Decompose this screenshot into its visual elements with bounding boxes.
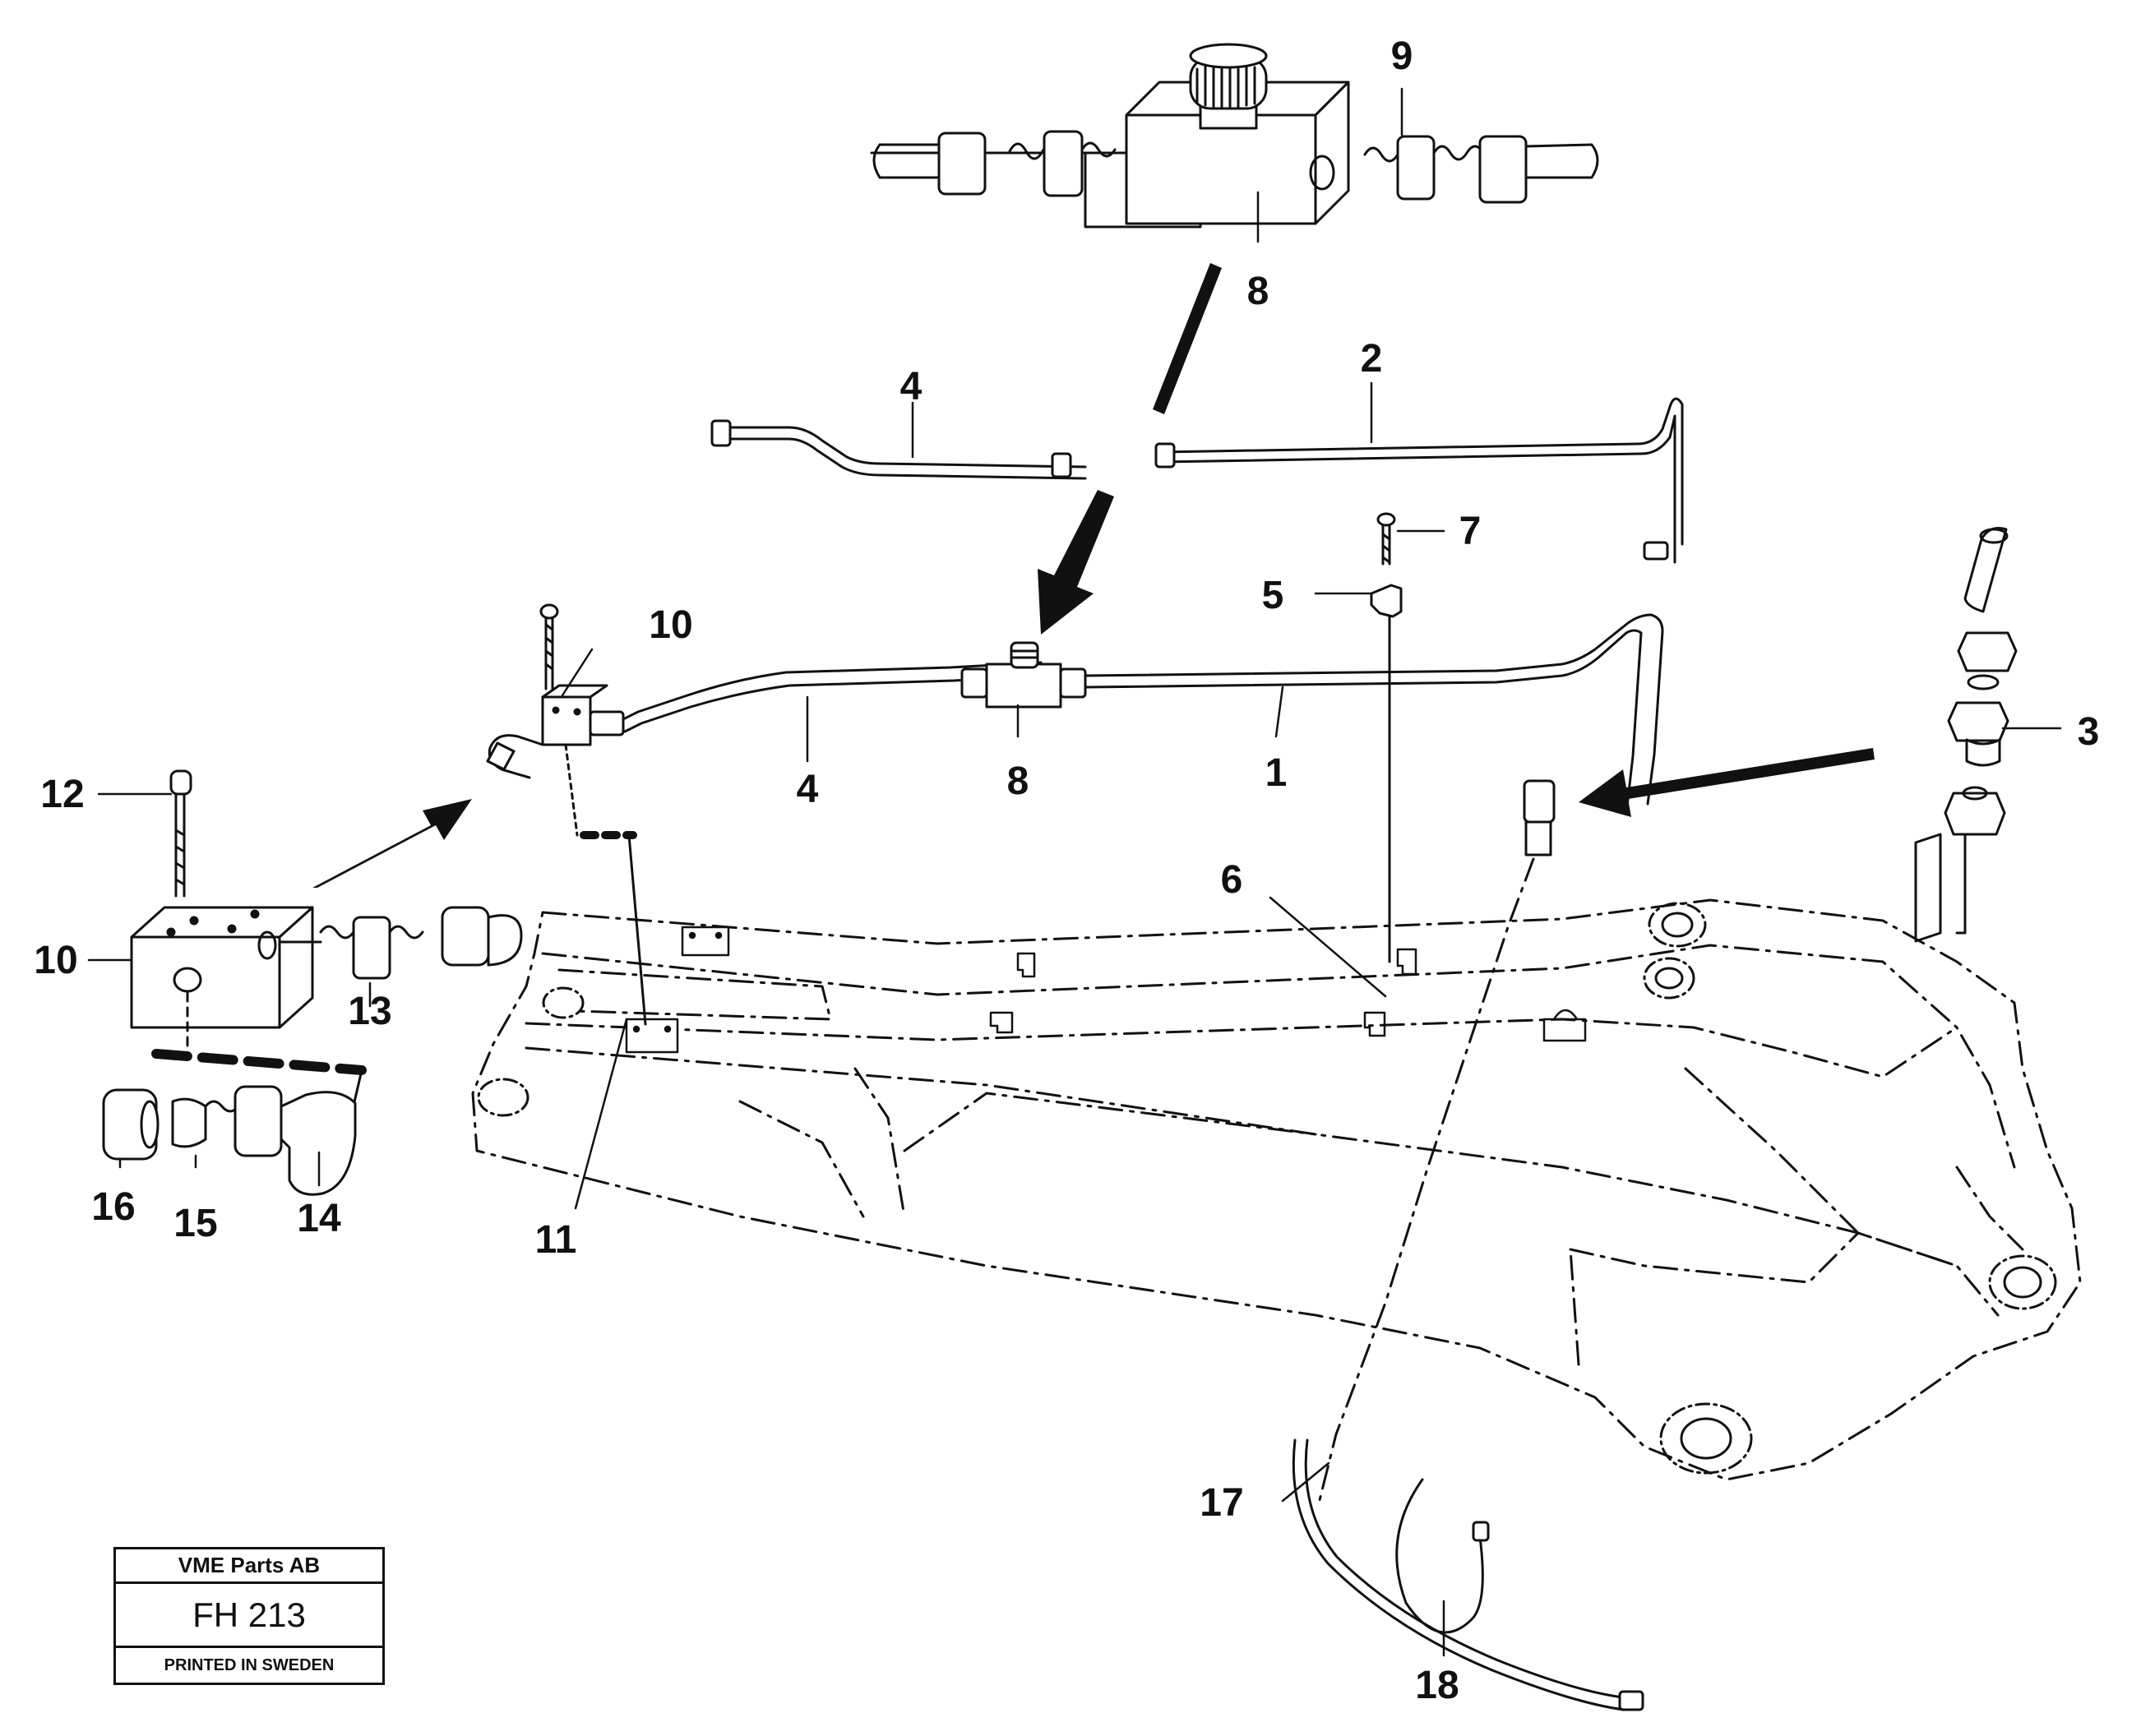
callout-2: 2 xyxy=(1361,337,1383,381)
drawing-code: FH 213 xyxy=(116,1584,382,1648)
callout-9: 9 xyxy=(1391,35,1413,78)
callout-leaders xyxy=(87,87,2062,1657)
detail-block-item-10-fittings xyxy=(102,769,523,1196)
callout-11: 11 xyxy=(535,1218,577,1262)
callout-14: 14 xyxy=(297,1197,341,1240)
printed-notice: PRINTED IN SWEDEN xyxy=(164,1655,335,1674)
callout-4-assembly: 4 xyxy=(797,768,819,811)
callout-13: 13 xyxy=(348,990,391,1033)
callout-16: 16 xyxy=(91,1185,135,1229)
callout-8-top: 8 xyxy=(1247,270,1269,313)
callout-18: 18 xyxy=(1415,1664,1459,1707)
callout-7: 7 xyxy=(1459,510,1482,553)
direction-arrows xyxy=(312,263,1875,888)
callout-15: 15 xyxy=(173,1202,217,1245)
title-block: VME Parts AB FH 213 PRINTED IN SWEDEN xyxy=(113,1547,385,1685)
pipe-item-2 xyxy=(1154,397,1684,564)
detail-tee-valve-item-8-9 xyxy=(870,43,1599,229)
assembly-dash-leaders xyxy=(564,607,1535,1502)
callout-17: 17 xyxy=(1200,1481,1243,1525)
hose-coupling-item-3 xyxy=(1914,527,2018,943)
callout-10-assembly: 10 xyxy=(649,603,692,647)
company-name: VME Parts AB xyxy=(116,1549,382,1584)
callout-1: 1 xyxy=(1265,751,1288,795)
callout-12: 12 xyxy=(40,773,84,816)
callout-4-upper: 4 xyxy=(900,365,923,409)
callout-5: 5 xyxy=(1262,574,1284,617)
callout-6: 6 xyxy=(1221,858,1243,902)
callout-8-assembly: 8 xyxy=(1007,760,1029,803)
pipe-item-4-upper xyxy=(710,419,1087,480)
callout-3: 3 xyxy=(2078,710,2100,754)
grease-hose-item-17-18 xyxy=(1292,1438,1644,1711)
boom-outline xyxy=(471,898,2082,1481)
boom-pin-holes xyxy=(477,902,2057,1475)
clamp-item-5-with-screw-item-7 xyxy=(1370,512,1403,618)
callout-10-detail: 10 xyxy=(34,939,77,982)
callout-numbers: 9 8 4 2 7 5 10 4 8 1 3 6 12 10 13 11 16 … xyxy=(34,35,2099,1707)
boom-clamp-blocks xyxy=(625,926,1587,1054)
